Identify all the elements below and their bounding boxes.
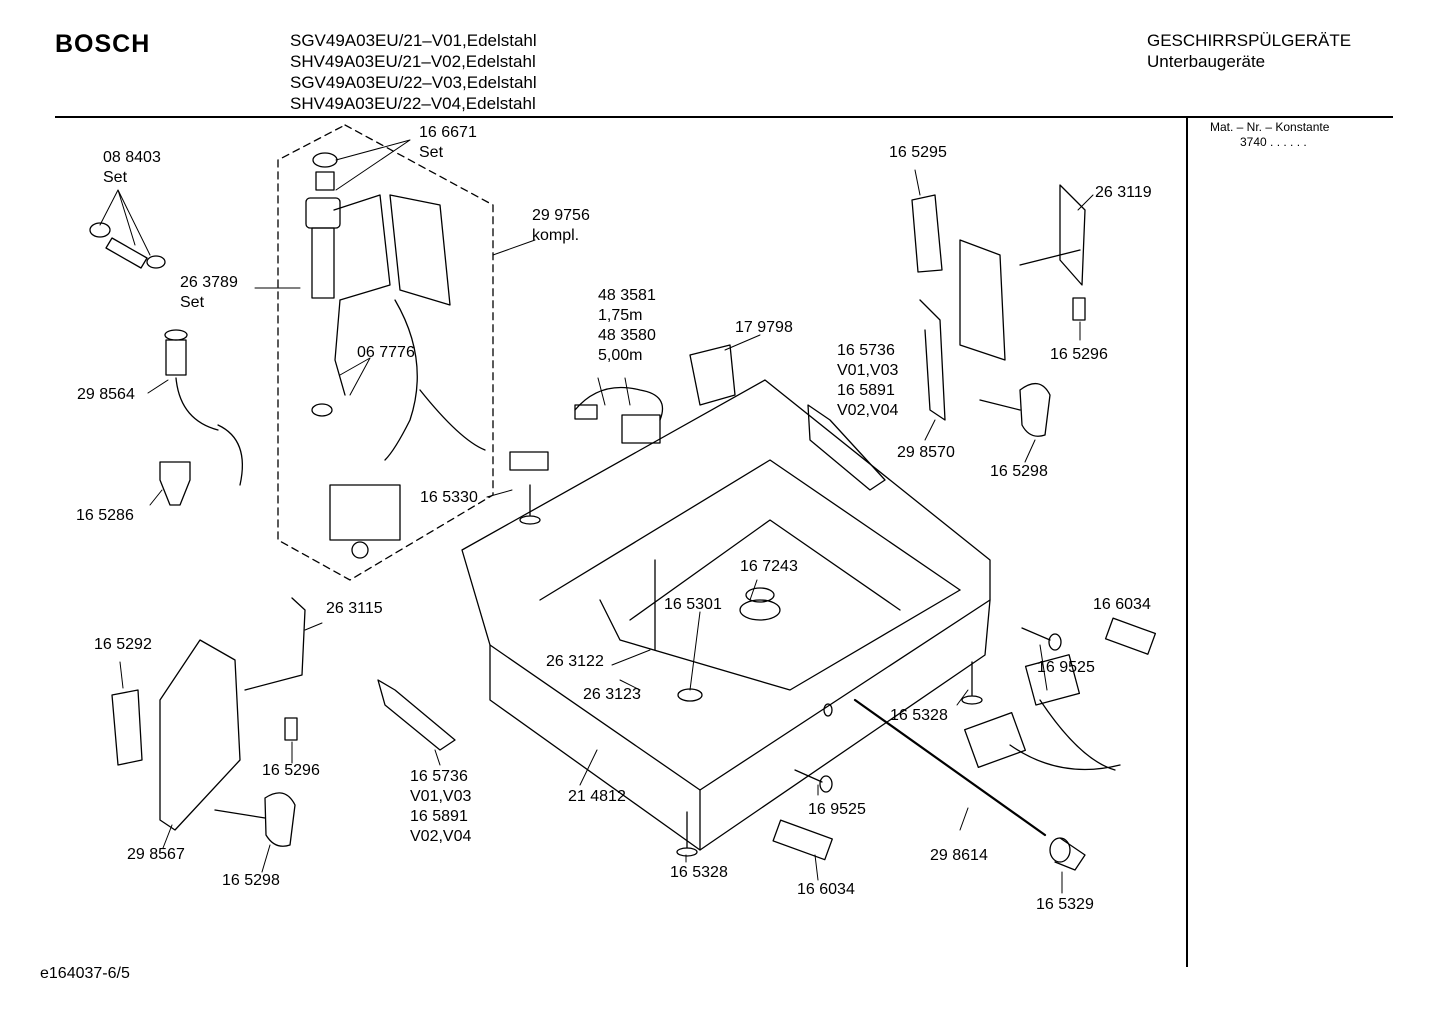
part-label-165296-r: 16 5296 [1050, 346, 1108, 363]
model-line: SHV49A03EU/21–V02,Edelstahl [290, 52, 536, 71]
part-label-263122: 26 3122 [546, 653, 604, 670]
part-label-165329: 16 5329 [1036, 896, 1094, 913]
part-label-165328-b: 16 5328 [670, 864, 728, 881]
bracket-263119 [1019, 184, 1086, 286]
material-constant-value: 3740 . . . . . . [1240, 135, 1307, 149]
cover-165292 [111, 689, 143, 766]
part-label-165330: 16 5330 [420, 489, 478, 506]
motor-165298-l [214, 792, 296, 847]
screw-169525-r [1021, 627, 1062, 651]
drain-hose [164, 329, 244, 486]
rod-298614 [853, 698, 1047, 837]
bracket-298570 [919, 239, 1006, 421]
material-constant-panel: Mat. – Nr. – Konstante 3740 . . . . . . [1210, 120, 1329, 150]
model-list: SGV49A03EU/21–V01,Edelstahl SHV49A03EU/2… [290, 30, 537, 114]
part-label-263123: 26 3123 [583, 686, 641, 703]
heater-165736-r [807, 404, 886, 491]
bracket-263115 [244, 597, 306, 691]
part-label-166034-r: 16 6034 [1093, 596, 1151, 613]
part-label-165296-l: 16 5296 [262, 762, 320, 779]
part-label-169525-b: 16 9525 [808, 801, 866, 818]
sidebar-divider [1186, 117, 1188, 967]
part-label-165298-r: 16 5298 [990, 463, 1048, 480]
connector-166034-r [1104, 617, 1157, 655]
part-label-179798: 17 9798 [735, 319, 793, 336]
foot-165328-b [676, 811, 698, 857]
model-line: SGV49A03EU/22–V03,Edelstahl [290, 73, 537, 92]
cap-165329 [1049, 837, 1086, 871]
category-line: GESCHIRRSPÜLGERÄTE [1147, 31, 1352, 50]
bracket-165295 [911, 194, 943, 273]
part-label-167243: 16 7243 [740, 558, 798, 575]
brand-logo: BOSCH [55, 30, 151, 58]
part-label-298564: 29 8564 [77, 386, 135, 403]
part-label-165298-l: 16 5298 [222, 872, 280, 889]
part-label-165301: 16 5301 [664, 596, 722, 613]
model-line: SGV49A03EU/21–V01,Edelstahl [290, 31, 537, 50]
heater-165736-l [377, 679, 456, 751]
screw-169525-b [794, 769, 833, 793]
water-inlet-valve [305, 152, 486, 559]
motor-165298-r [979, 383, 1051, 437]
part-label-165292: 16 5292 [94, 636, 152, 653]
product-category: GESCHIRRSPÜLGERÄTE Unterbaugeräte [1147, 30, 1351, 72]
wire-harness [964, 654, 1121, 771]
hose-clip [159, 461, 191, 506]
base-tub [461, 379, 991, 851]
cable-harness [574, 386, 664, 444]
part-label-214812: 21 4812 [568, 788, 626, 805]
clip-165296-l [284, 717, 298, 741]
hose-clamp-set [89, 222, 166, 269]
header-divider [55, 116, 1393, 118]
foot-165328-r [961, 661, 983, 705]
part-label-067776: 06 7776 [357, 344, 415, 361]
clip-165296-r [1072, 297, 1086, 321]
leader-lines [99, 139, 1094, 894]
part-label-263115: 26 3115 [326, 600, 383, 617]
part-label-165295: 16 5295 [889, 144, 947, 161]
part-label-165328-r: 16 5328 [890, 707, 948, 724]
part-label-165286: 16 5286 [76, 507, 134, 524]
material-constant-title: Mat. – Nr. – Konstante [1210, 120, 1330, 134]
foot-screw-upper [519, 484, 541, 525]
subcategory-line: Unterbaugeräte [1147, 52, 1266, 71]
connector-166034-b [772, 819, 833, 861]
valve-group-outline [277, 124, 494, 581]
part-label-298567: 29 8567 [127, 846, 185, 863]
sensor-block [509, 451, 549, 471]
level-switch [689, 344, 736, 406]
part-label-298614: 29 8614 [930, 847, 988, 864]
part-label-166034-b: 16 6034 [797, 881, 855, 898]
part-label-169525-r: 16 9525 [1037, 659, 1095, 676]
part-label-263119: 26 3119 [1095, 184, 1152, 201]
part-label-298570: 29 8570 [897, 444, 955, 461]
drawing-code: e164037-6/5 [40, 965, 130, 982]
bracket-298567 [159, 639, 241, 831]
model-line: SHV49A03EU/22–V04,Edelstahl [290, 94, 536, 113]
